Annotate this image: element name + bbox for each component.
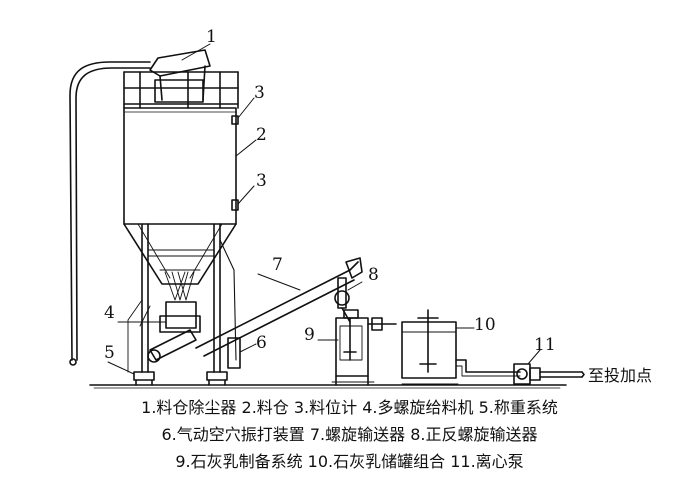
callout-1: 1 <box>206 27 217 47</box>
leader-3-top <box>237 97 255 119</box>
lime-milk-storage-tank <box>401 309 459 385</box>
leader-6 <box>239 343 257 353</box>
leader-7 <box>257 273 301 291</box>
callout-7: 7 <box>272 255 283 275</box>
reversible-screw-conveyor <box>334 277 351 323</box>
destination-label: 至投加点 <box>588 366 652 385</box>
leader-1 <box>181 43 211 61</box>
callout-11: 11 <box>534 335 556 355</box>
legend-line-2: 6.气动空穴振打装置 7.螺旋输送器 8.正反螺旋输送器 <box>161 425 538 444</box>
top-railing <box>123 71 239 109</box>
silo-legs <box>127 223 237 373</box>
leader-5 <box>107 361 135 375</box>
callout-2: 2 <box>256 125 267 145</box>
callout-10: 10 <box>474 315 496 335</box>
multi-screw-feeder <box>139 301 201 363</box>
leader-2 <box>235 139 257 157</box>
screw-conveyor <box>195 257 363 357</box>
lime-milk-prep-system <box>331 309 397 386</box>
callout-8: 8 <box>368 265 379 285</box>
leader-3-bottom <box>237 185 255 205</box>
legend-line-1: 1.料仓除尘器 2.料仓 3.料位计 4.多螺旋给料机 5.称重系统 <box>141 398 558 417</box>
weighing-system <box>133 371 228 386</box>
feed-pipe <box>69 61 151 361</box>
silo-cone <box>123 223 237 285</box>
leader-8 <box>347 281 363 291</box>
leader-11 <box>527 349 541 365</box>
level-gauge-top <box>231 115 239 125</box>
callout-3-bottom: 3 <box>256 171 267 191</box>
callout-5: 5 <box>104 343 115 363</box>
callout-6: 6 <box>256 333 267 353</box>
dust-collector <box>149 49 211 103</box>
legend-line-3: 9.石灰乳制备系统 10.石灰乳储罐组合 11.离心泵 <box>175 452 524 471</box>
level-gauge-bottom <box>231 199 239 211</box>
silo-body <box>123 107 237 225</box>
centrifugal-pump <box>513 363 583 385</box>
callout-4: 4 <box>104 303 115 323</box>
pneumatic-vibrator <box>227 337 241 369</box>
callout-3-top: 3 <box>254 83 265 103</box>
callout-9: 9 <box>304 325 315 345</box>
